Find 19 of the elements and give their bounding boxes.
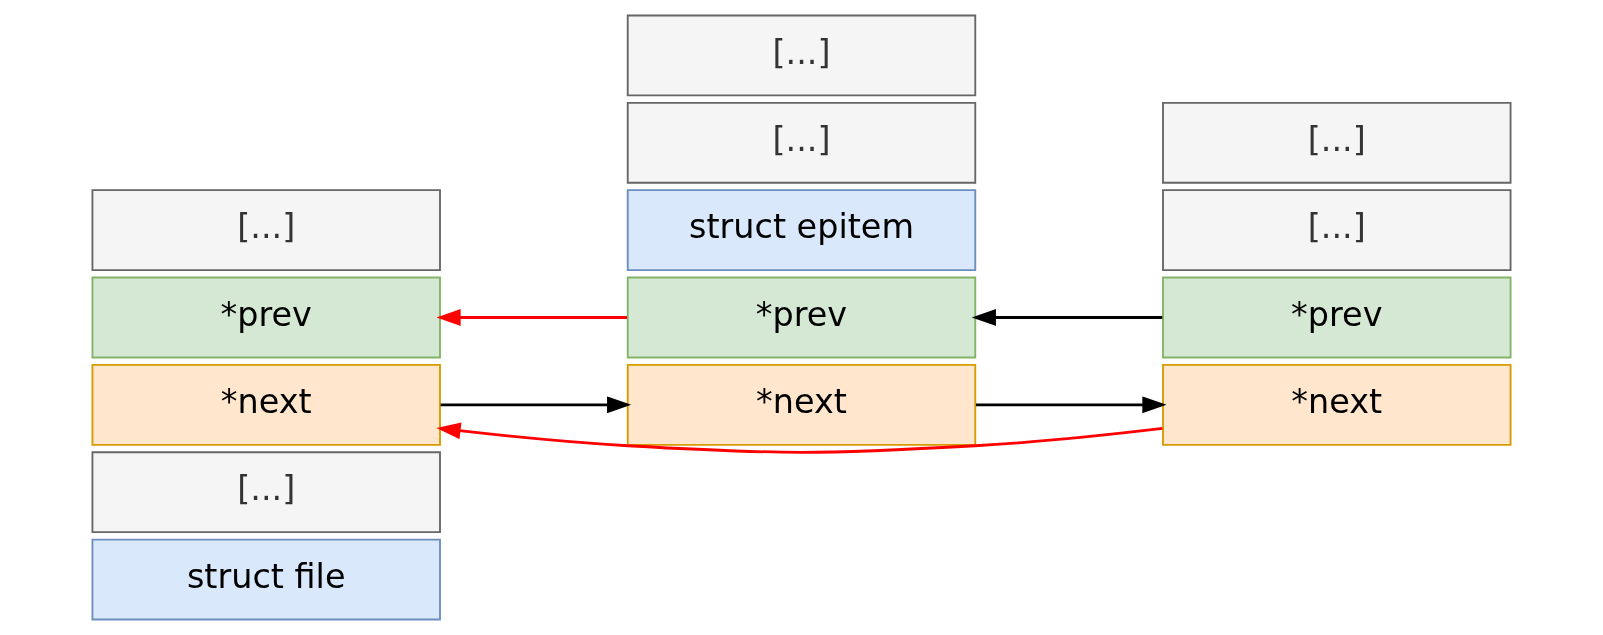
node-box: *next (91, 363, 441, 446)
node-box: [...] (626, 14, 977, 97)
node-box: *prev (91, 276, 441, 359)
arrow (975, 396, 1167, 414)
arrow (436, 422, 1163, 454)
arrow (436, 309, 627, 326)
node-box: [...] (1162, 189, 1512, 272)
node-box: [...] (626, 101, 977, 184)
node-box: [...] (91, 189, 441, 272)
node-box: *next (1162, 363, 1512, 446)
node-box: *prev (626, 276, 977, 359)
node-box: [...] (91, 451, 441, 534)
node-box: [...] (1162, 101, 1512, 184)
node-box: struct file (91, 538, 441, 621)
node-box: struct epitem (626, 189, 977, 272)
node-box: *prev (1162, 276, 1512, 359)
node-box: *next (626, 363, 977, 446)
arrow (971, 309, 1163, 326)
arrow (440, 396, 632, 414)
